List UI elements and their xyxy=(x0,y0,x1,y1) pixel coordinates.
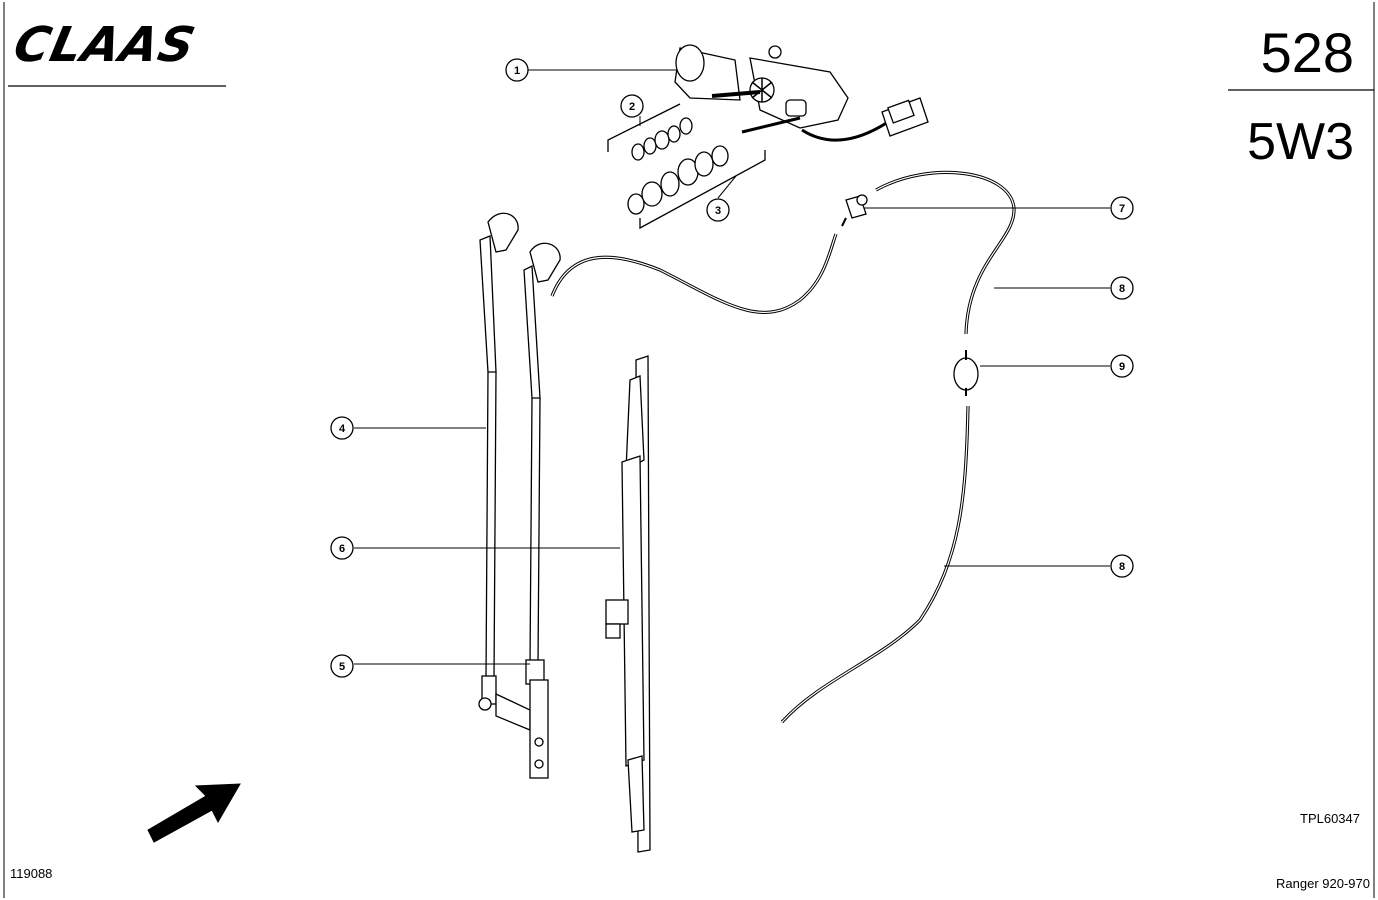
washer-set-small xyxy=(607,103,693,161)
wiper-blade xyxy=(605,355,651,853)
callout-4: 4 xyxy=(339,423,346,435)
reference-code: TPL60347 xyxy=(1300,811,1360,826)
wiper-motor xyxy=(674,44,929,142)
wiper-arm-right xyxy=(495,242,561,779)
callout-9: 9 xyxy=(1119,361,1125,373)
leader-lines xyxy=(354,69,1110,665)
washer-set-large xyxy=(627,145,766,230)
callout-markers xyxy=(330,58,1134,678)
callout-8-lower: 8 xyxy=(1119,561,1125,573)
hose-connector xyxy=(841,194,868,227)
callout-3: 3 xyxy=(715,205,721,217)
callout-6: 6 xyxy=(339,543,345,555)
wiper-arm-left xyxy=(478,212,519,711)
drawing-id: 119088 xyxy=(10,866,53,881)
callout-7: 7 xyxy=(1119,203,1125,215)
callout-2: 2 xyxy=(629,101,635,113)
page-number: 528 xyxy=(1260,21,1354,84)
section-code: 5W3 xyxy=(1247,113,1354,171)
callout-8-upper: 8 xyxy=(1119,283,1125,295)
callout-1: 1 xyxy=(514,65,520,77)
check-valve xyxy=(953,350,979,396)
callout-5: 5 xyxy=(339,661,345,673)
callout-labels: 1 2 3 4 5 6 7 8 8 9 xyxy=(339,65,1125,673)
page-frame xyxy=(3,2,1375,898)
model-name: Ranger 920-970 xyxy=(1276,876,1370,891)
arrow-icon xyxy=(147,783,241,843)
washer-hose-bottom xyxy=(780,405,970,724)
claas-logo: CLAAS xyxy=(8,17,201,73)
washer-hose-upper xyxy=(550,233,838,314)
